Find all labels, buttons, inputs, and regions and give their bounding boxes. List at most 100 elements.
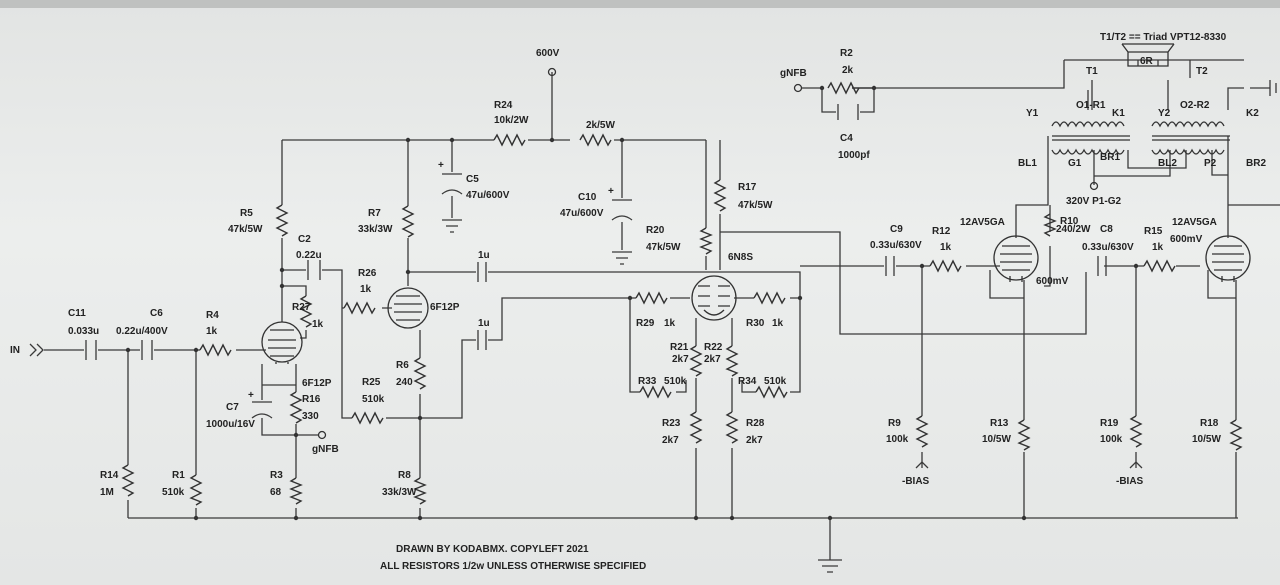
label-r17-value: 47k/5W (738, 200, 773, 211)
r14-body (121, 464, 135, 497)
label-r17: R17 (738, 182, 757, 193)
label-r10: R10 (1060, 216, 1079, 227)
r4-body (199, 343, 232, 357)
label-bl1: BL1 (1018, 158, 1037, 169)
r33-body (639, 385, 672, 399)
label-c8: C8 (1100, 224, 1113, 235)
label-r16-value: 330 (302, 411, 319, 422)
r25-body (351, 411, 384, 425)
label-r24: R24 (494, 100, 513, 111)
label-r26-value: 1k (360, 284, 372, 295)
r19-body (1129, 415, 1143, 448)
label-r21: R21 (670, 342, 689, 353)
label-r15-value: 1k (1152, 242, 1164, 253)
label-c2: C2 (298, 234, 311, 245)
label-c8-value: 0.33u/630V (1082, 242, 1134, 253)
r17-body (713, 179, 727, 212)
label-k1: K1 (1112, 108, 1125, 119)
label-r26: R26 (358, 268, 377, 279)
label-r29: R29 (636, 318, 655, 329)
label-r5: R5 (240, 208, 253, 219)
label-r1-value: 510k (162, 487, 185, 498)
label-320v: 320V P1-G2 (1066, 196, 1121, 207)
label-g1: G1 (1068, 158, 1082, 169)
label-r19-value: 100k (1100, 434, 1123, 445)
label-6f12p-a: 6F12P (302, 378, 332, 389)
label-r28-value: 2k7 (746, 435, 763, 446)
label-1u-a: 1u (478, 250, 490, 261)
label-r19: R19 (1100, 418, 1119, 429)
grounds (442, 80, 1277, 573)
svg-text:+: + (438, 160, 444, 171)
label-r34-value: 510k (764, 376, 787, 387)
tube-12av5ga-b (1205, 235, 1251, 282)
label-c2-value: 0.22u (296, 250, 322, 261)
label-c10-value: 47u/600V (560, 208, 604, 219)
label-r8: R8 (398, 470, 411, 481)
label-r6-value: 240 (396, 377, 413, 388)
label-600v: 600V (536, 48, 560, 59)
bias-arrow-b (1129, 461, 1143, 469)
label-c7: C7 (226, 402, 239, 413)
c6-plates (141, 340, 153, 360)
r8-body (413, 477, 427, 505)
wires (44, 59, 1280, 560)
r29-body (635, 291, 668, 305)
label-r29-value: 1k (664, 318, 676, 329)
label-bias-a: -BIAS (902, 476, 930, 487)
label-t2: T2 (1196, 66, 1208, 77)
tube-6f12p-b (387, 287, 429, 329)
resistors (121, 81, 1243, 506)
c9-plates (885, 256, 895, 276)
label-r33: R33 (638, 376, 657, 387)
label-r23-value: 2k7 (662, 435, 679, 446)
label-t1: T1 (1086, 66, 1098, 77)
label-r2: R2 (840, 48, 853, 59)
label-r1: R1 (172, 470, 185, 481)
label-credit: DRAWN BY KODABMX. COPYLEFT 2021 (396, 544, 589, 555)
label-r30-value: 1k (772, 318, 784, 329)
tubes (261, 235, 1251, 364)
output-transformers (1051, 43, 1230, 155)
c10-plates (611, 199, 633, 221)
label-r7-value: 33k/3W (358, 224, 393, 235)
t2-primary (1151, 121, 1225, 128)
label-c4-value: 1000pf (838, 150, 870, 161)
label-r3-value: 68 (270, 487, 282, 498)
label-r10-value: 240/2W (1056, 224, 1091, 235)
label-r15: R15 (1144, 226, 1163, 237)
label-note: ALL RESISTORS 1/2w UNLESS OTHERWISE SPEC… (380, 561, 646, 572)
ground-c5 (442, 219, 462, 233)
label-r4: R4 (206, 310, 219, 321)
label-r9: R9 (888, 418, 901, 429)
r26-body (343, 301, 376, 315)
tube-6n8s (691, 275, 737, 321)
ground-output (1269, 80, 1277, 96)
r16-body (289, 391, 303, 424)
label-r33-value: 510k (664, 376, 687, 387)
label-p2: P2 (1204, 158, 1217, 169)
c1u-b-plates (477, 330, 487, 350)
label-y1: Y1 (1026, 108, 1039, 119)
label-r18-value: 10/5W (1192, 434, 1221, 445)
c7-plates (251, 401, 273, 419)
r9-body (915, 415, 929, 448)
capacitors: + + + (85, 104, 1107, 419)
label-c4: C4 (840, 133, 853, 144)
label-r25-value: 510k (362, 394, 385, 405)
label-r3: R3 (270, 470, 283, 481)
label-in: IN (10, 345, 20, 356)
r6-body (413, 357, 427, 390)
component-labels: IN 600V gNFB R2 2k C4 1000pf R24 10k/2W … (10, 32, 1266, 572)
label-c6: C6 (150, 308, 163, 319)
label-c6-value: 0.22u/400V (116, 326, 168, 337)
label-r30: R30 (746, 318, 765, 329)
label-r4-value: 1k (206, 326, 218, 337)
label-c7-value: 1000u/16V (206, 419, 255, 430)
r15-body (1143, 259, 1176, 273)
r2k5w-body (579, 133, 612, 147)
r18-body (1229, 419, 1243, 451)
label-r14: R14 (100, 470, 119, 481)
c2-plates (307, 260, 321, 280)
